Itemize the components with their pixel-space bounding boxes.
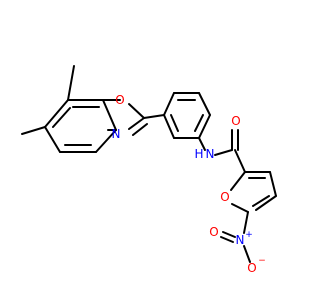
benzoxazole-nitrogen-label: N [112, 127, 121, 141]
bond [198, 114, 211, 139]
bond [128, 117, 145, 130]
n-carbonyl-bond [214, 149, 233, 156]
bond [44, 99, 69, 128]
bond [102, 99, 117, 131]
bond [163, 92, 175, 116]
bond [198, 92, 211, 116]
nitro-o-double-bond [222, 231, 236, 238]
amide-nitrogen-label: N [206, 147, 215, 161]
furan-oxygen-label: O [220, 190, 229, 204]
furan-ring [230, 171, 277, 213]
methyl-left-bond [21, 126, 46, 135]
bond [231, 203, 249, 213]
bond [269, 171, 277, 197]
structure-diagram: O N N H O O N + O O − [21, 65, 277, 275]
oxazole-ring [102, 99, 148, 136]
nitro-oxygen-bottom-label: O [247, 261, 256, 275]
double-bond-inner [132, 123, 148, 136]
bond [230, 171, 246, 191]
bond [163, 114, 175, 139]
nitro-o-double-bond [220, 236, 234, 243]
nitro-oxygen-charge: − [258, 256, 266, 266]
nitro-nitrogen-charge: + [245, 230, 253, 240]
bond [95, 129, 117, 153]
nitro-oxygen-top-label: O [209, 225, 218, 239]
benzoxazole-oxygen-label: O [115, 93, 124, 107]
benzoxazole-benzene-ring [44, 99, 117, 153]
double-bond-inner [52, 107, 71, 128]
c-nitro-bond [243, 211, 249, 234]
double-bond-inner [194, 114, 204, 132]
carbonyl-oxygen-label: O [231, 114, 240, 128]
double-bond-inner [170, 114, 179, 132]
central-phenyl-ring [163, 92, 211, 139]
methyl-top-bond [67, 65, 75, 101]
bond [255, 195, 277, 211]
bond [128, 103, 145, 119]
bond [44, 126, 61, 153]
biaryl-bond [143, 114, 165, 119]
amide-hydrogen-label: H [194, 147, 203, 161]
aryl-n-bond [198, 137, 206, 151]
double-bond-inner [252, 195, 270, 207]
molecule-drawing: O N N H O O N + O O − [21, 65, 277, 275]
carbonyl-furan-bond [234, 149, 246, 173]
nitro-nitrogen-label: N [236, 233, 245, 247]
nitro-o-bond [243, 245, 251, 263]
